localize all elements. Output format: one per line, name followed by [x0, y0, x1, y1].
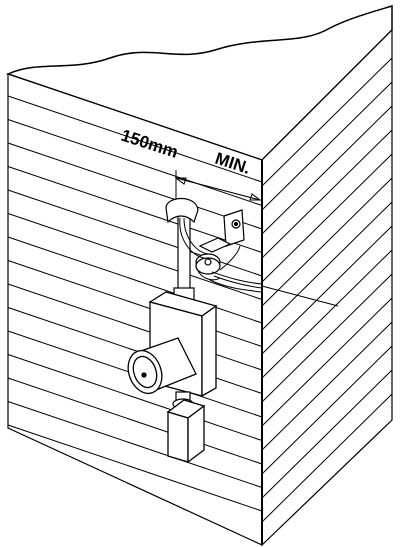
front-board-line	[7, 424, 263, 512]
wall-bracket	[223, 209, 245, 247]
front-board-line	[7, 283, 263, 371]
side-board-line	[261, 321, 393, 451]
side-board-line	[261, 393, 393, 523]
side-board-line	[261, 129, 393, 259]
wiring	[179, 217, 339, 307]
front-board-line	[7, 142, 263, 230]
control-knob	[127, 337, 197, 395]
side-board-line	[261, 57, 393, 187]
side-board-line	[261, 249, 393, 379]
side-board-line	[261, 177, 393, 307]
dimension-line	[175, 177, 261, 201]
side-board-line	[261, 81, 393, 211]
side-board-line	[261, 345, 393, 475]
regulator-box	[166, 399, 206, 464]
front-board-line	[7, 213, 263, 300]
side-weatherboards	[261, 57, 393, 523]
front-board-line	[7, 260, 263, 347]
side-board-line	[261, 273, 393, 403]
wall-top-surface	[5, 4, 393, 161]
front-board-line	[7, 401, 263, 488]
front-board-line	[7, 354, 263, 441]
front-weatherboards	[7, 95, 263, 512]
side-board-line	[261, 153, 393, 283]
side-board-line	[261, 105, 393, 235]
side-board-line	[261, 225, 393, 355]
side-board-line	[261, 369, 393, 499]
side-board-line	[261, 297, 393, 427]
front-board-line	[7, 119, 263, 206]
dimension-arrow-right	[249, 193, 262, 201]
front-board-line	[7, 236, 263, 324]
front-board-line	[7, 377, 263, 465]
front-board-line	[7, 307, 263, 394]
front-board-line	[7, 95, 263, 183]
side-board-line	[261, 201, 393, 331]
dimension-arrow-left	[174, 177, 187, 185]
